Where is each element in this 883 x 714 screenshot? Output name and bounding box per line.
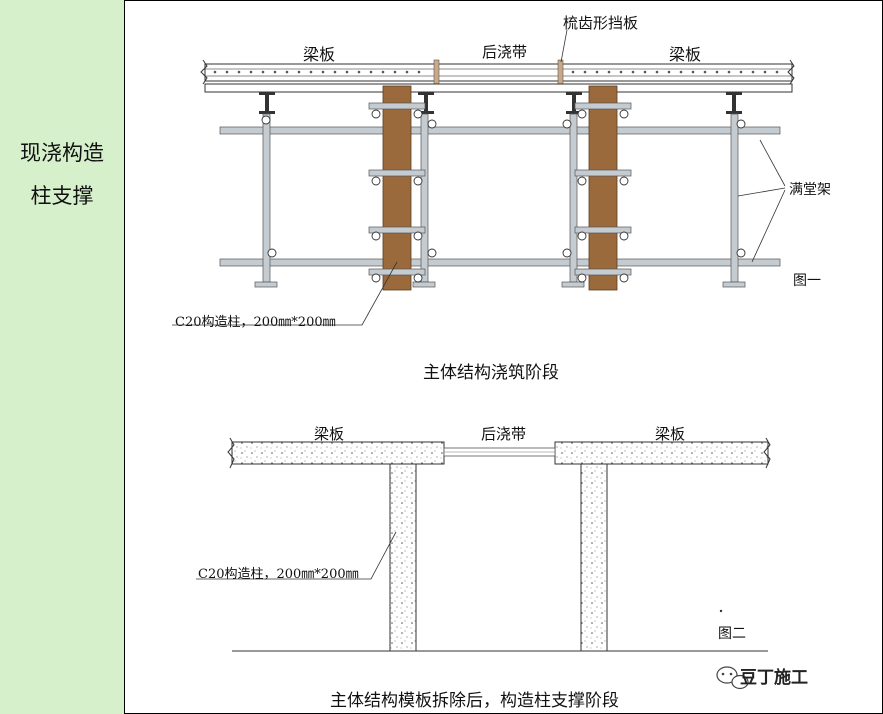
fig1-comb-board-left [433, 59, 440, 86]
fig2-slab-right-label: 梁板 [655, 425, 686, 443]
fig1-vertical-poles [262, 113, 739, 283]
fig1-comb-board-right [557, 59, 564, 86]
fig2-caption: 主体结构模板拆除后，构造柱支撑阶段 [330, 691, 619, 711]
fig1-column-left [382, 85, 412, 291]
fig1-post-pour-label: 后浇带 [482, 43, 528, 61]
fig1-scaffold-label: 满堂架 [789, 182, 831, 198]
fig1-column-right [588, 85, 618, 291]
fig1-comb-board-label: 梳齿形挡板 [563, 14, 639, 32]
fig1-horizontal-pipe-upper [219, 126, 781, 135]
left-title-line1: 现浇构造 [20, 141, 104, 165]
fig1-slab-right-label: 梁板 [669, 45, 702, 64]
fig1-caption: 主体结构浇筑阶段 [423, 363, 559, 383]
watermark-text: 豆丁施工 [740, 668, 808, 688]
fig1-column-clamps [368, 102, 632, 276]
fig1-horizontal-pipe-lower [219, 258, 781, 267]
fig1-slab-left-label: 梁板 [303, 45, 336, 64]
fig2-column-note: C20构造柱，200㎜*200㎜ [198, 567, 359, 582]
left-panel: 现浇构造 柱支撑 [0, 0, 125, 714]
fig1-figure-number: 图一 [793, 273, 821, 289]
fig2-slab-left [231, 441, 445, 465]
fig2-column-left [389, 463, 417, 652]
fig2-figure-number: 图二 [718, 626, 746, 642]
wechat-icon [716, 666, 749, 690]
fig1-column-note: C20构造柱，200㎜*200㎜ [175, 315, 336, 330]
fig2-post-pour-label: 后浇带 [481, 425, 527, 443]
fig1-couplers [261, 109, 746, 283]
fig1-formwork [204, 83, 793, 93]
left-title-line2: 柱支撑 [30, 184, 94, 208]
figure2 [196, 437, 771, 652]
fig1-i-beams [259, 92, 742, 114]
figure1 [172, 29, 795, 326]
fig1-slab [204, 63, 793, 82]
fig2-slab-left-label: 梁板 [314, 425, 345, 443]
fig1-base-plates [254, 281, 746, 288]
fig2-column-right [580, 463, 608, 652]
fig1-rebar-dots [213, 70, 779, 74]
fig2-slab-right [554, 441, 769, 465]
